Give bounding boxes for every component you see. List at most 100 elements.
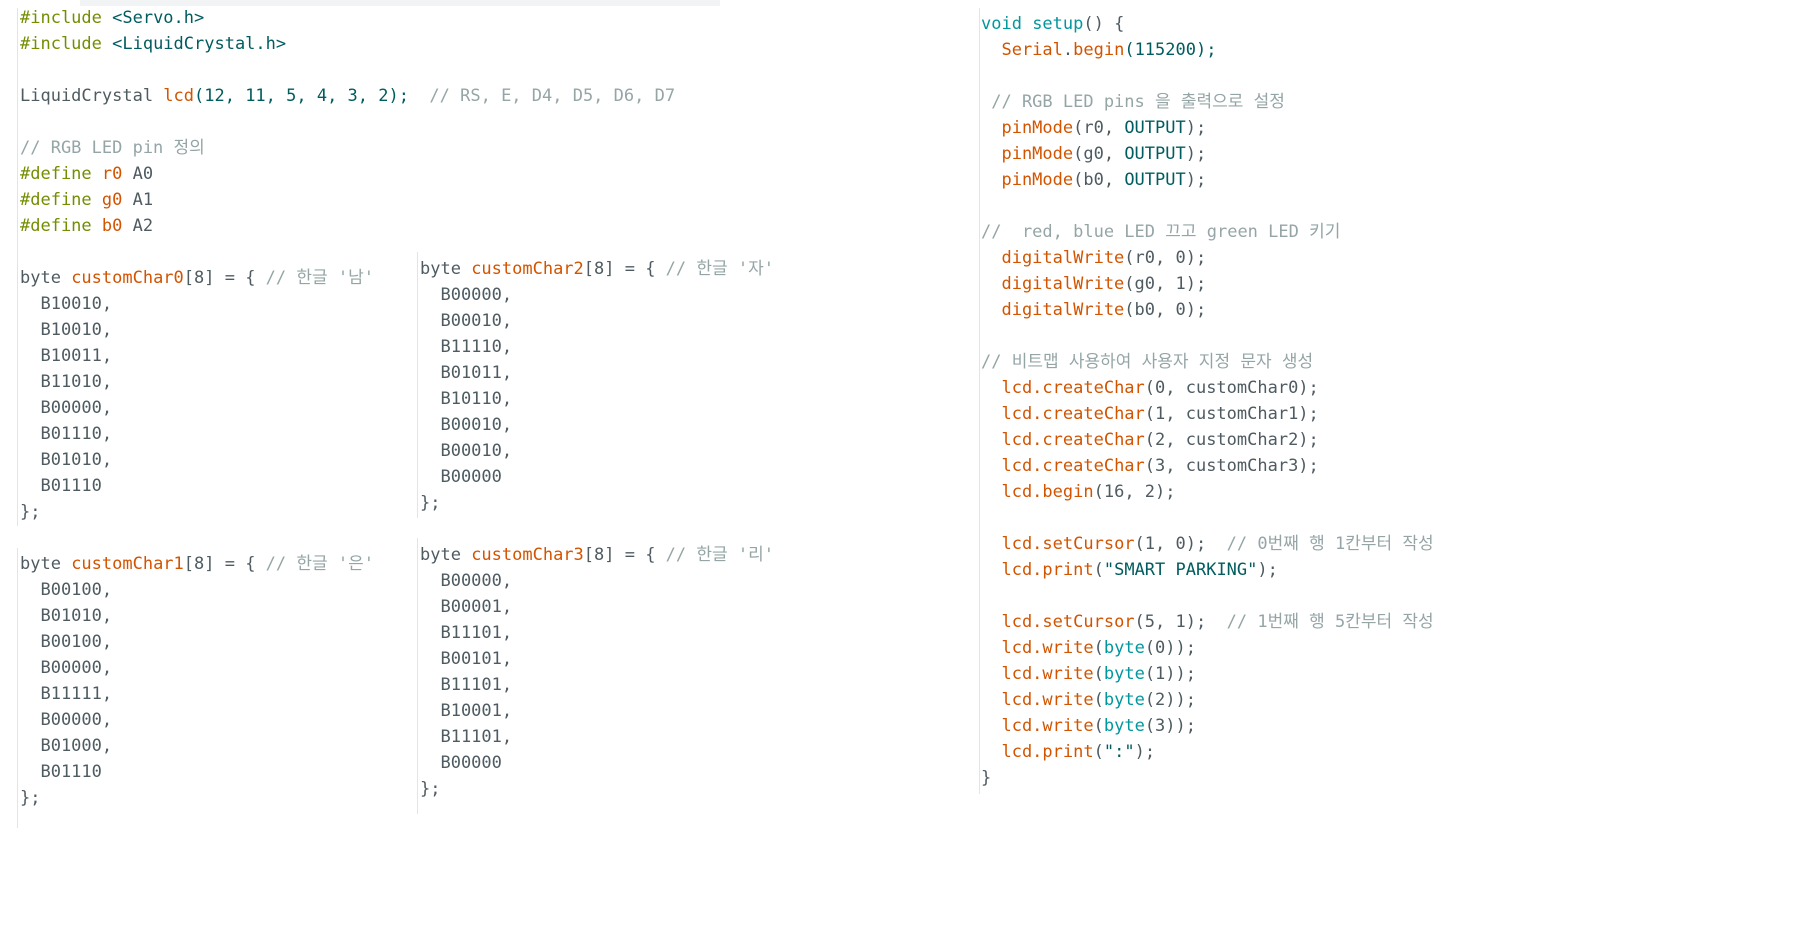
code-token: (b0, 0); (1124, 300, 1207, 320)
code-token: (0, customChar0); (1144, 378, 1319, 398)
code-line: lcd.createChar(3, customChar3); (981, 453, 1434, 479)
code-token: customChar0 (71, 268, 184, 288)
code-token: lcd. (981, 456, 1043, 476)
editor-tab-strip (80, 0, 720, 6)
code-line: B00010, (420, 415, 513, 435)
code-token: lcd. (981, 378, 1043, 398)
code-line: B11010, (20, 372, 113, 392)
code-token: // 1번째 행 5칸부터 작성 (1226, 612, 1434, 632)
code-block-setup[interactable]: void setup() { Serial.begin(115200); // … (981, 11, 1434, 791)
code-token: lcd. (981, 638, 1043, 658)
code-line: lcd.write(byte(2)); (981, 687, 1434, 713)
code-line: digitalWrite(g0, 1); (981, 271, 1434, 297)
code-line: B00000, (420, 285, 513, 305)
code-token: LiquidCrystal (20, 86, 164, 106)
code-token: r0 (91, 164, 123, 184)
code-token: // red, blue LED 끄고 green LED 키기 (981, 222, 1341, 242)
code-token: () { (1083, 14, 1125, 34)
code-line: }; (420, 779, 441, 799)
code-line-empty (981, 63, 1434, 89)
code-token: OUTPUT (1124, 118, 1186, 138)
code-line: B00100, (20, 580, 113, 600)
code-line: } (981, 768, 992, 788)
code-fold-guide (17, 8, 18, 526)
code-token: lcd (163, 86, 195, 106)
code-line: B10110, (420, 389, 513, 409)
code-token: [8] = { (183, 554, 266, 574)
code-line: lcd.setCursor(5, 1); // 1번째 행 5칸부터 작성 (981, 609, 1434, 635)
code-token: write (1042, 716, 1094, 736)
code-token: customChar2 (471, 259, 584, 279)
code-token: pinMode (981, 118, 1074, 138)
code-line: B11101, (420, 675, 513, 695)
code-token: [8] = { (183, 268, 266, 288)
code-token: lcd. (981, 404, 1043, 424)
code-line: lcd.print(":"); (981, 739, 1434, 765)
code-token: begin (1042, 482, 1094, 502)
code-block-custom-char1[interactable]: byte customChar1[8] = { // 한글 '은' B00100… (20, 551, 374, 811)
code-token: void (981, 14, 1022, 34)
code-token: A0 (122, 164, 154, 184)
code-line: B11101, (420, 623, 513, 643)
code-token: // 비트맵 사용하여 사용자 지정 문자 생성 (981, 352, 1314, 372)
code-token: #include (20, 8, 102, 28)
code-token: (12, 11, 5, 4, 3, 2); (194, 86, 430, 106)
code-token: lcd. (981, 716, 1043, 736)
code-token: <LiquidCrystal.h> (101, 34, 287, 54)
code-block-custom-char3[interactable]: byte customChar3[8] = { // 한글 '리' B00000… (420, 542, 774, 802)
code-line: lcd.createChar(2, customChar2); (981, 427, 1434, 453)
code-token: ( (1093, 664, 1104, 684)
code-line: B00000, (20, 398, 113, 418)
code-line: LiquidCrystal lcd(12, 11, 5, 4, 3, 2); /… (20, 83, 675, 109)
code-fold-guide (417, 538, 418, 814)
code-line: digitalWrite(r0, 0); (981, 245, 1434, 271)
code-token: // 한글 '자' (665, 259, 775, 279)
code-line: B11101, (420, 727, 513, 747)
code-line: // 비트맵 사용하여 사용자 지정 문자 생성 (981, 349, 1434, 375)
code-token: (3)); (1144, 716, 1196, 736)
code-token: createChar (1042, 430, 1145, 450)
code-line: lcd.write(byte(1)); (981, 661, 1434, 687)
code-token: (3, customChar3); (1144, 456, 1319, 476)
code-token: g0 (91, 190, 123, 210)
code-line: pinMode(b0, OUTPUT); (981, 167, 1434, 193)
code-line: B11111, (20, 684, 113, 704)
code-token: byte (1103, 716, 1145, 736)
code-line: B10011, (20, 346, 113, 366)
code-token: (115200); (1124, 40, 1217, 60)
code-token: lcd. (981, 430, 1043, 450)
code-token: OUTPUT (1124, 170, 1186, 190)
code-token: b0 (91, 216, 123, 236)
code-token: ); (1257, 560, 1278, 580)
code-line: lcd.begin(16, 2); (981, 479, 1434, 505)
code-line: B00010, (420, 441, 513, 461)
code-block-custom-char2[interactable]: byte customChar2[8] = { // 한글 '자' B00000… (420, 256, 774, 516)
code-token: ( (1093, 716, 1104, 736)
code-line: B00010, (420, 311, 513, 331)
code-token: createChar (1042, 456, 1145, 476)
code-token: byte (1103, 638, 1145, 658)
code-token: customChar3 (471, 545, 584, 565)
code-token: // RGB LED pins 을 출력으로 설정 (981, 92, 1285, 112)
code-token: lcd. (981, 690, 1043, 710)
code-token: (r0, 0); (1124, 248, 1207, 268)
code-token: lcd. (981, 612, 1043, 632)
code-token: (16, 2); (1093, 482, 1176, 502)
code-block-header[interactable]: #include <Servo.h> #include <LiquidCryst… (20, 5, 675, 525)
code-token: byte (420, 259, 472, 279)
code-token: lcd. (981, 742, 1043, 762)
code-token: byte (420, 545, 472, 565)
code-line: lcd.print("SMART PARKING"); (981, 557, 1434, 583)
code-token: "SMART PARKING" (1103, 560, 1258, 580)
code-token: ); (1134, 742, 1156, 762)
code-token: (1)); (1144, 664, 1196, 684)
code-token: #define (20, 190, 92, 210)
code-token: ( (1093, 742, 1104, 762)
code-line-empty (981, 583, 1434, 609)
code-token: (r0, (1073, 118, 1125, 138)
code-line: }; (20, 502, 41, 522)
code-line: B01011, (420, 363, 513, 383)
code-token: customChar1 (71, 554, 184, 574)
code-token: print (1042, 560, 1094, 580)
code-token: lcd. (981, 482, 1043, 502)
